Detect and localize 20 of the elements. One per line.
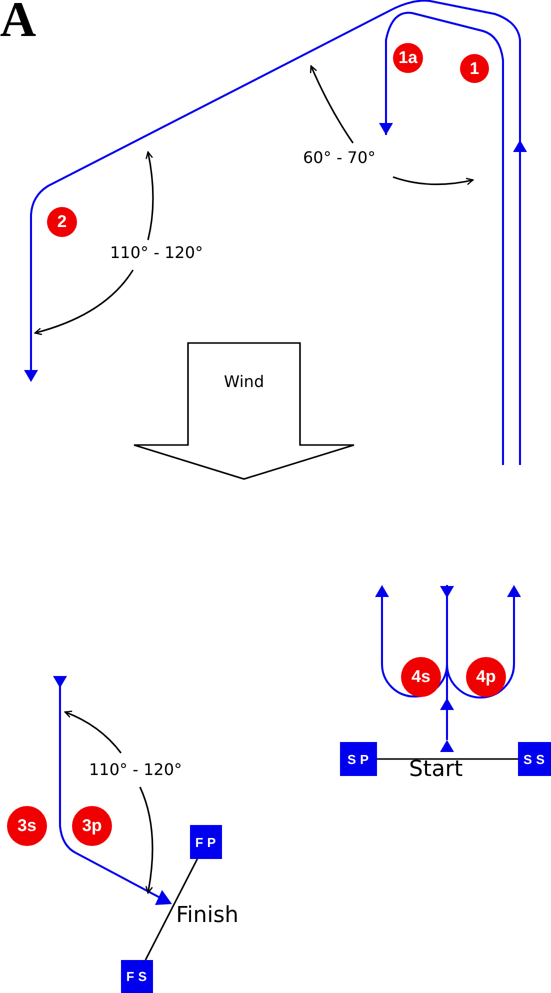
panel-letter: A [0,0,36,48]
angle-label: 110° - 120° [89,760,182,779]
boundary-line [377,758,518,760]
mark-number-badge: 1a [393,43,423,73]
line-label: Finish [176,903,239,928]
wind-arrow: Wind [133,342,355,480]
mark-number-badge: 1 [460,54,489,83]
buoy-marker: FP [190,825,222,859]
line-label: Start [409,757,463,782]
mark-number-badge: 2 [47,207,77,237]
mark-number-badge: 3s [7,806,47,846]
mark-number-badge: 3p [72,806,112,846]
buoy-marker: FS [121,960,153,993]
angle-label: 110° - 120° [110,243,204,262]
buoy-marker: SP [340,742,377,776]
mark-number-badge: 4s [401,657,441,697]
angle-label: 60° - 70° [303,148,376,167]
mark-number-badge: 4p [466,657,506,697]
buoy-marker: SS [518,742,551,776]
boundary-line [144,858,198,960]
